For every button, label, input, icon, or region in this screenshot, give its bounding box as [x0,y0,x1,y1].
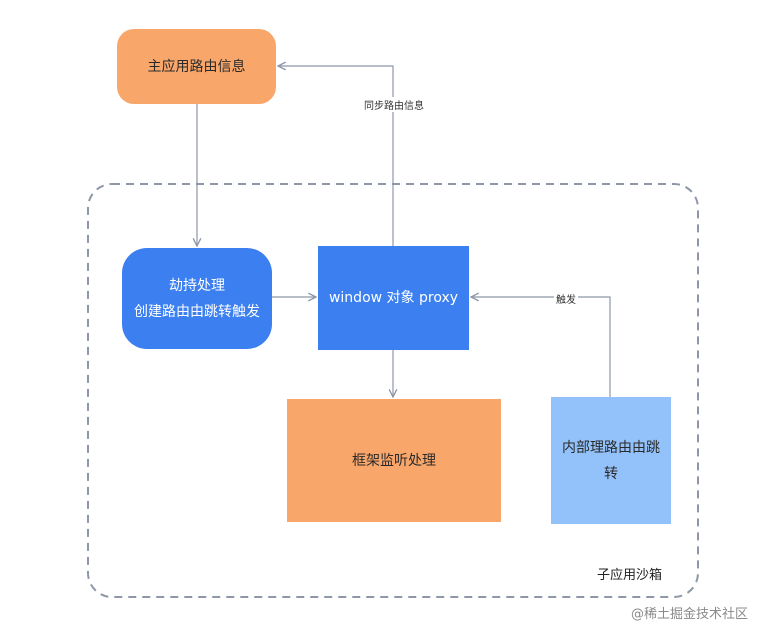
watermark: @稀土掘金技术社区 [631,607,749,622]
edge-label-trigger: 触发 [554,291,578,306]
node-inner-route-jump: 内部理路由由跳 转 [551,397,671,524]
node-inner-route-line-1: 内部理路由由跳 [562,439,660,456]
edge-label-sync-route-info: 同步路由信息 [362,97,426,112]
node-hijack-text: 劫持处理 创建路由由跳转触发 [134,273,260,325]
edge-window-to-main-sync [278,66,394,246]
node-main-route-info-text: 主应用路由信息 [147,58,246,75]
edge-inner-to-window-trigger [471,297,611,397]
node-framework-listen-text: 框架监听处理 [352,452,436,469]
node-inner-route-text: 内部理路由由跳 转 [562,435,660,487]
sandbox-label: 子应用沙箱 [597,568,663,583]
node-hijack-handler: 劫持处理 创建路由由跳转触发 [122,248,272,349]
node-framework-listen: 框架监听处理 [287,399,501,522]
node-window-proxy: window 对象 proxy [318,246,469,350]
node-main-route-info: 主应用路由信息 [117,29,276,104]
node-window-proxy-text: window 对象 proxy [328,290,459,306]
node-hijack-line-2: 创建路由由跳转触发 [134,303,260,320]
node-inner-route-line-2: 转 [604,465,618,482]
node-hijack-line-1: 劫持处理 [169,277,225,294]
